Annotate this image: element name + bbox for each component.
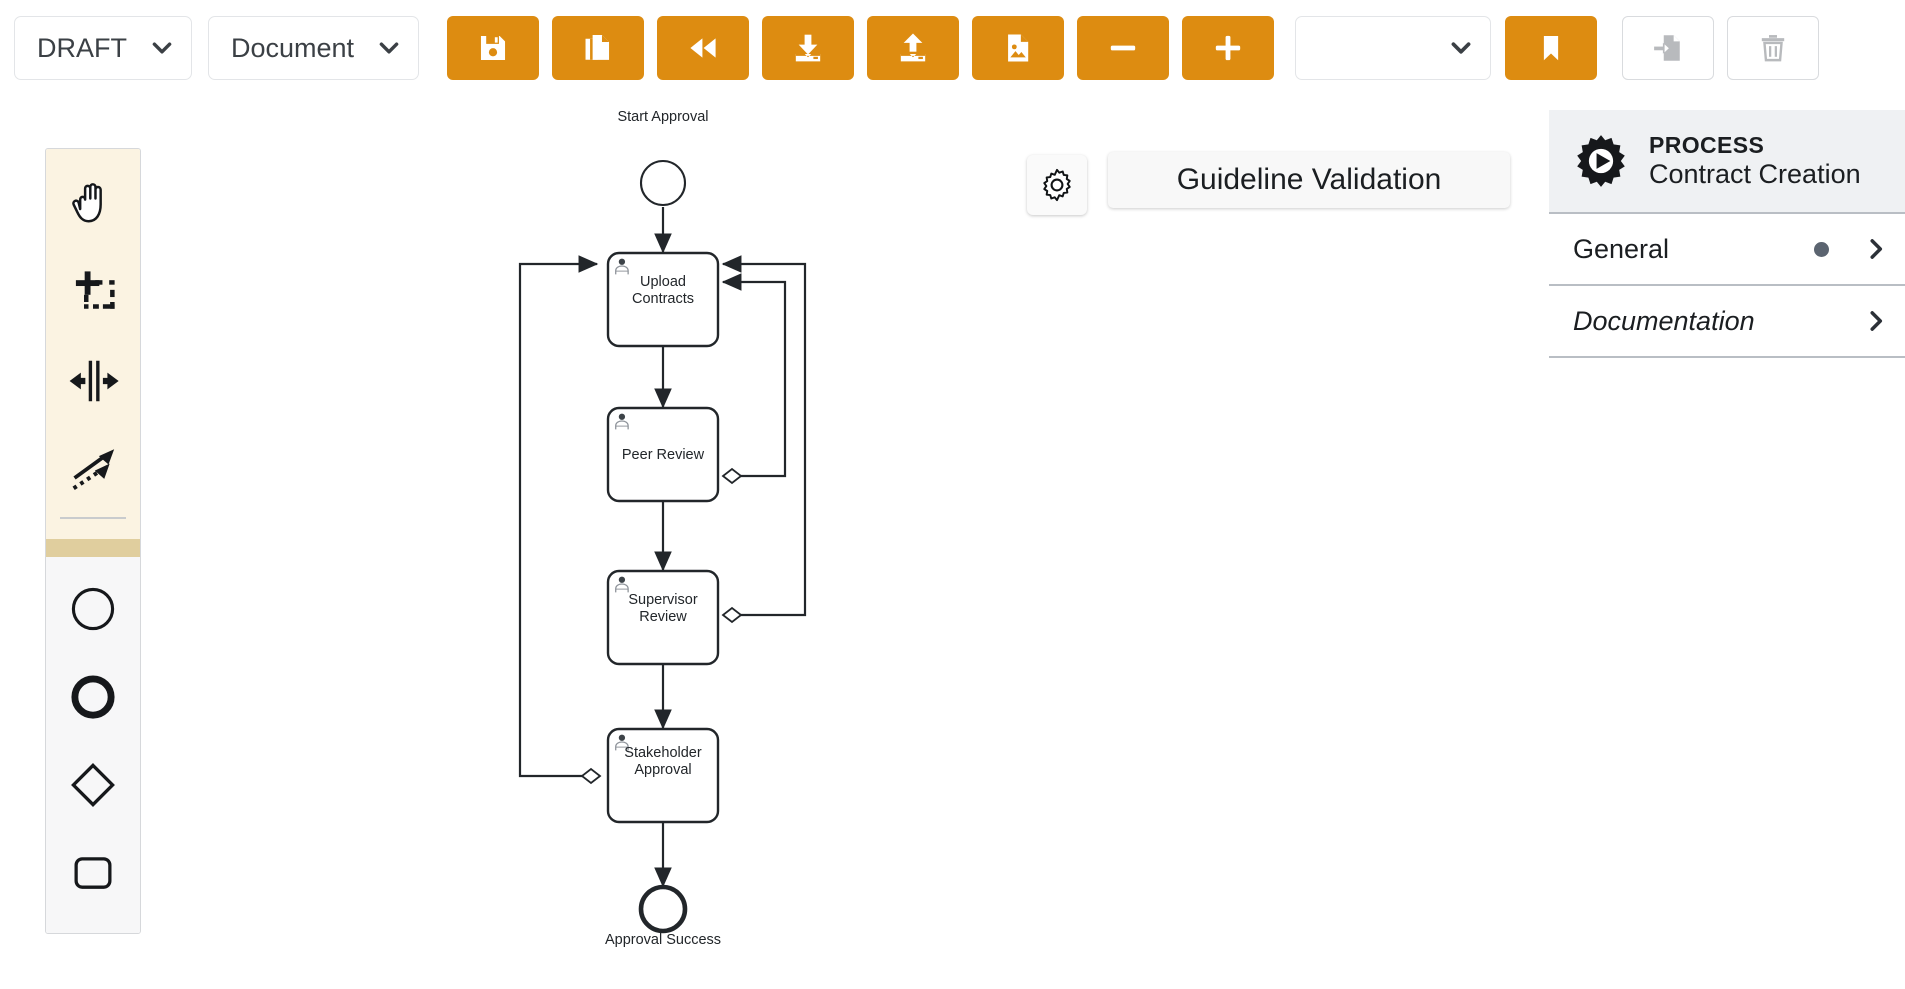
task-rounded-rect-icon	[74, 857, 112, 889]
palette	[45, 148, 141, 934]
properties-panel-header: PROCESS Contract Creation	[1549, 110, 1905, 214]
properties-panel-title-group: PROCESS Contract Creation	[1649, 132, 1861, 191]
prop-row-general-label: General	[1573, 233, 1670, 264]
create-task[interactable]	[46, 829, 140, 917]
svg-text:Contracts: Contracts	[632, 291, 694, 307]
zoom-out-button[interactable]	[1077, 16, 1170, 80]
download-button[interactable]	[762, 16, 855, 80]
image-file-icon	[1008, 34, 1029, 62]
status-select[interactable]: DRAFT	[14, 16, 192, 80]
element-kind-label: PROCESS	[1649, 131, 1765, 158]
lasso-tool[interactable]	[46, 249, 140, 337]
undo-button[interactable]	[657, 16, 750, 80]
svg-text:Approval: Approval	[634, 762, 691, 778]
delete-button[interactable]	[1727, 16, 1820, 80]
import-document-button[interactable]	[1622, 16, 1715, 80]
node-label-peer: Peer Review	[622, 447, 705, 463]
node-task-stakeholder-approval[interactable]: Stakeholder Approval	[606, 727, 720, 824]
start-event-circle-icon	[71, 587, 115, 631]
chevron-down-icon	[152, 42, 172, 54]
properties-panel: PROCESS Contract Creation General Docume…	[1549, 110, 1905, 360]
plus-icon	[1215, 35, 1241, 61]
process-gear-play-icon	[1577, 135, 1625, 187]
chevron-down-icon	[379, 42, 399, 54]
copy-icon	[585, 34, 610, 60]
hand-tool[interactable]	[46, 161, 140, 249]
connection-arrows-icon	[72, 449, 115, 491]
chevron-right-icon	[1870, 239, 1883, 259]
node-label-end: Approval Success	[605, 932, 721, 948]
create-end-event[interactable]	[46, 653, 140, 741]
save-button[interactable]	[447, 16, 540, 80]
prop-row-general[interactable]: General	[1549, 214, 1905, 286]
rewind-icon	[690, 38, 716, 58]
bookmark-button[interactable]	[1505, 16, 1598, 80]
export-image-button[interactable]	[972, 16, 1065, 80]
space-tool[interactable]	[46, 337, 140, 425]
hand-icon	[72, 183, 102, 223]
svg-text:Upload: Upload	[640, 274, 686, 290]
chevron-right-icon	[1870, 311, 1883, 331]
lasso-select-icon	[75, 271, 115, 309]
upload-icon	[900, 33, 926, 62]
svg-text:Review: Review	[639, 609, 687, 625]
gateway-diamond-icon	[71, 763, 115, 807]
diagram-canvas[interactable]: Start Approval Upload Contracts Peer Rev…	[0, 96, 1545, 989]
create-gateway[interactable]	[46, 741, 140, 829]
minus-icon	[1110, 45, 1136, 51]
upload-button[interactable]	[867, 16, 960, 80]
element-name-value: Guideline Validation	[1176, 163, 1442, 196]
toolbar: DRAFT Document	[0, 0, 1905, 96]
global-connect-tool[interactable]	[46, 425, 140, 513]
bpmn-diagram: Start Approval Upload Contracts Peer Rev…	[518, 109, 807, 948]
prop-row-documentation[interactable]: Documentation	[1549, 286, 1905, 358]
status-select-value: DRAFT	[37, 32, 127, 63]
import-document-icon	[1654, 35, 1680, 61]
status-dot	[1814, 241, 1829, 257]
end-event-circle-icon	[71, 675, 115, 719]
create-start-event[interactable]	[46, 565, 140, 653]
element-settings-button[interactable]	[1027, 155, 1087, 215]
download-icon	[795, 34, 821, 62]
svg-text:Stakeholder: Stakeholder	[624, 745, 702, 761]
node-label-start: Start Approval	[617, 109, 708, 125]
chevron-down-icon	[1451, 42, 1471, 54]
trash-icon	[1761, 35, 1785, 62]
version-select[interactable]	[1295, 16, 1492, 80]
node-end-event[interactable]: Approval Success	[605, 884, 721, 948]
zoom-in-button[interactable]	[1182, 16, 1275, 80]
palette-shapes-group	[46, 557, 140, 933]
svg-text:Supervisor: Supervisor	[628, 592, 697, 608]
document-type-select[interactable]: Document	[208, 16, 420, 80]
palette-separator-band	[46, 539, 140, 557]
element-name-field[interactable]: Guideline Validation	[1108, 152, 1510, 208]
node-task-peer-review[interactable]: Peer Review	[606, 406, 720, 503]
element-name-label: Contract Creation	[1649, 158, 1861, 189]
bookmark-icon	[1543, 36, 1559, 61]
node-start-event[interactable]: Start Approval	[617, 109, 709, 207]
node-task-upload-contracts[interactable]: Upload Contracts	[606, 251, 720, 348]
gear-icon	[1043, 168, 1071, 202]
save-icon	[481, 35, 506, 61]
palette-tools-group	[46, 149, 140, 539]
prop-row-documentation-label: Documentation	[1573, 305, 1755, 336]
space-tool-icon	[69, 360, 119, 402]
palette-divider	[60, 517, 126, 519]
document-type-select-value: Document	[231, 32, 355, 63]
node-task-supervisor-review[interactable]: Supervisor Review	[606, 569, 720, 666]
copy-button[interactable]	[552, 16, 645, 80]
